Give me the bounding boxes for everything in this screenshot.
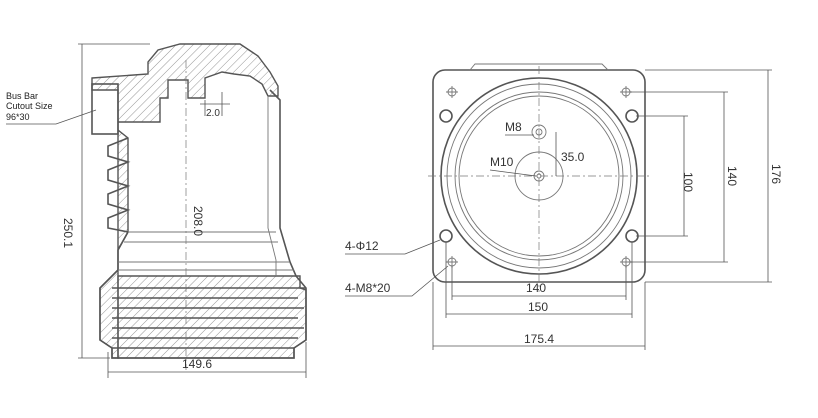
dim-35: 35.0	[561, 150, 585, 164]
dim-total-height: 250.1	[61, 218, 75, 248]
label-holes: 4-Φ12	[345, 239, 379, 253]
inner-cavity	[267, 96, 277, 276]
dim-175: 175.4	[524, 332, 554, 346]
dim-100: 100	[681, 172, 695, 192]
label-m10: M10	[490, 155, 514, 169]
side-view: 2.0 208.0 250.1 149.6 Bus Bar Cutout Siz…	[6, 43, 307, 378]
busbar-label-line1: Bus Bar	[6, 91, 38, 101]
label-m8: M8	[505, 120, 522, 134]
dim-inner-height: 208.0	[191, 206, 205, 236]
dim-140-vertical: 140	[725, 166, 739, 186]
hole-top-left	[439, 109, 453, 123]
hole-bottom-left	[439, 229, 453, 243]
dim-150: 150	[528, 300, 548, 314]
label-threads: 4-M8*20	[345, 281, 391, 295]
top-view: M8 35.0 M10 100 140 176 4-Φ12 4-M8*20 14…	[345, 63, 783, 350]
dim-wall: 2.0	[206, 108, 220, 119]
body-outline	[99, 89, 307, 359]
busbar-label-line2: Cutout Size	[6, 101, 53, 111]
dim-width: 149.6	[182, 357, 212, 371]
rib-grooves	[112, 287, 306, 349]
dim-140-horizontal: 140	[526, 281, 546, 295]
busbar-cutout	[91, 83, 119, 135]
dim-176: 176	[769, 164, 783, 184]
wall-corrugations	[107, 137, 131, 233]
busbar-label-line3: 96*30	[6, 112, 30, 122]
